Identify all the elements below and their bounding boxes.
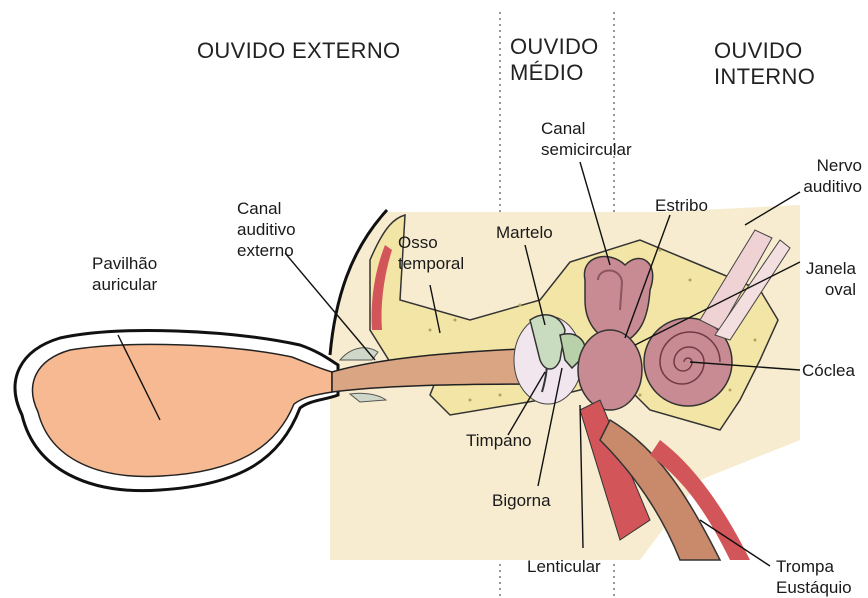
vestibule (578, 330, 642, 410)
label-semicircular-canal: Canal semicircular (541, 118, 632, 160)
label-ear-canal: Canal auditivo externo (237, 198, 296, 261)
label-auditory-nerve: Nervo auditivo (803, 155, 862, 197)
label-lenticular: Lenticular (527, 556, 601, 577)
label-cochlea: Cóclea (802, 360, 855, 381)
pinna (33, 344, 332, 476)
section-internal-ear: OUVIDO INTERNO (714, 38, 815, 90)
label-stapes: Estribo (655, 195, 708, 216)
label-eardrum: Timpano (466, 430, 532, 451)
label-incus: Bigorna (492, 490, 551, 511)
label-eustachian-tube: Trompa Eustáquio (776, 556, 852, 598)
section-external-ear: OUVIDO EXTERNO (197, 38, 400, 64)
label-temporal-bone: Osso temporal (398, 232, 464, 274)
label-oval-window: Janela oval (806, 258, 856, 300)
section-middle-ear: OUVIDO MÉDIO (510, 34, 599, 86)
label-pinna: Pavilhão auricular (92, 253, 157, 295)
label-malleus: Martelo (496, 222, 553, 243)
